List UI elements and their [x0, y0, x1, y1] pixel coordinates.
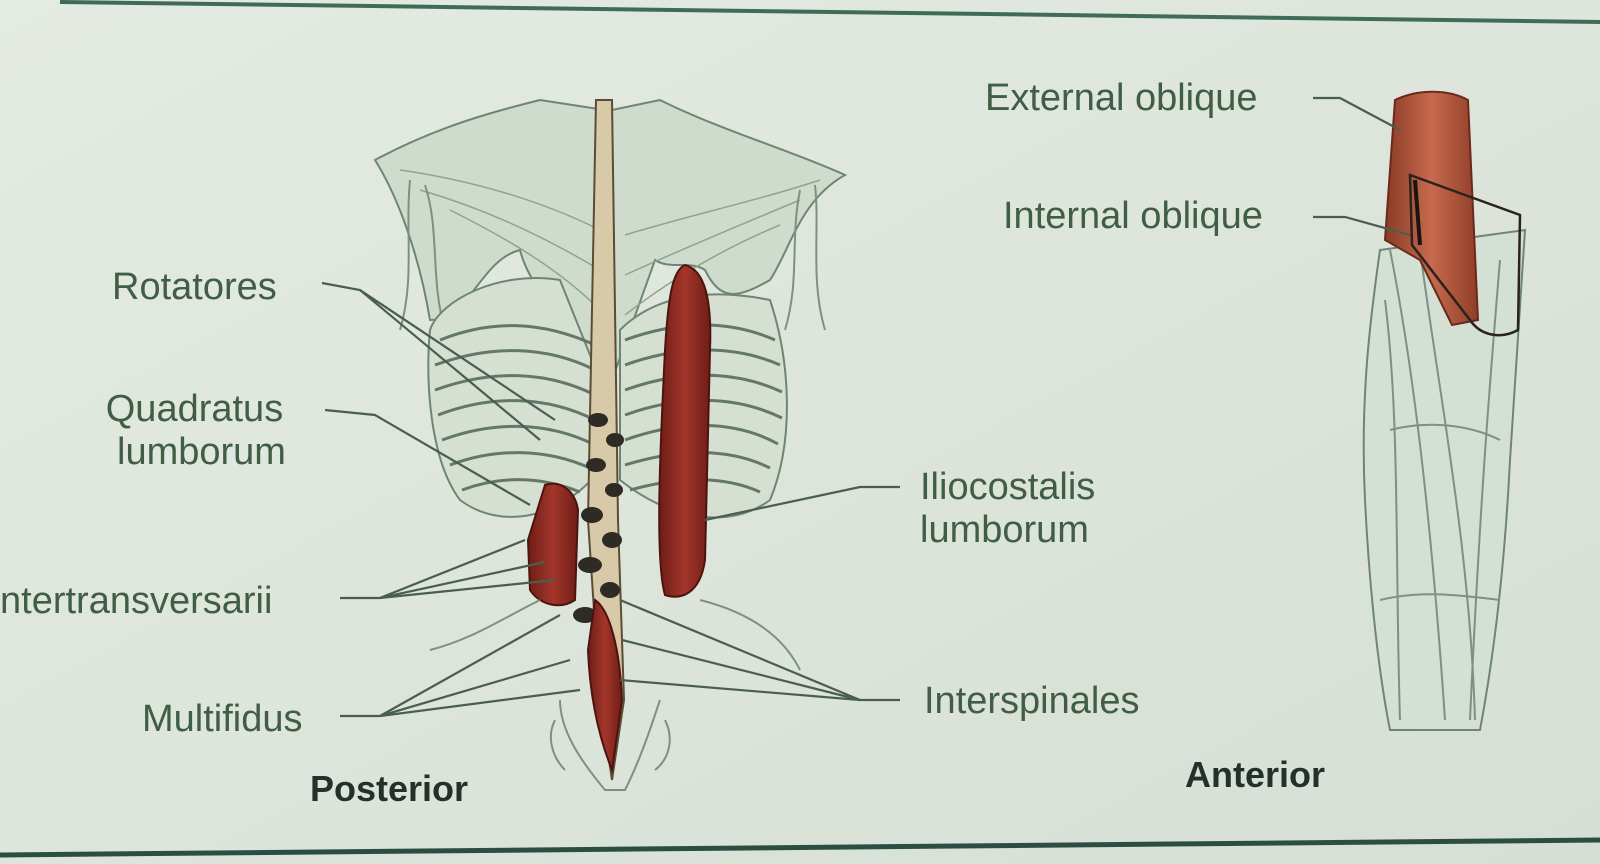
- anterior-torso: [1362, 228, 1527, 731]
- label-iliocostalis-line1: Iliocostalis: [920, 466, 1096, 508]
- right-aponeurosis: [611, 98, 848, 381]
- label-quadratus-line2: lumborum: [117, 430, 286, 473]
- label-interspinales: Interspinales: [924, 680, 1140, 722]
- iliocostalis-lumborum-muscle: [658, 263, 712, 598]
- view-title-anterior: Anterior: [1185, 754, 1326, 795]
- internal-oblique-edge: [1413, 179, 1422, 246]
- view-title-posterior: Posterior: [310, 768, 469, 809]
- label-multifidus: Multifidus: [142, 698, 303, 740]
- label-internal-oblique: Internal oblique: [1003, 195, 1263, 237]
- posterior-figure: [373, 98, 848, 791]
- label-quadratus-line1: Quadratus: [105, 388, 284, 430]
- internal-oblique-outline: [1408, 173, 1522, 337]
- bottom-border: [0, 837, 1600, 858]
- label-quadratus-lumborum: Quadratus lumborum: [103, 388, 286, 473]
- label-intertransversarii: ntertransversarii: [0, 580, 273, 622]
- leader-lines: [321, 96, 1411, 718]
- anterior-figure: [1362, 90, 1527, 731]
- multifidus-muscle: [586, 598, 624, 774]
- quadratus-lumborum-muscle: [526, 482, 580, 607]
- label-iliocostalis-line2: lumborum: [920, 508, 1089, 551]
- label-rotatores: Rotatores: [112, 266, 277, 308]
- external-oblique-muscle: [1383, 90, 1480, 327]
- left-aponeurosis: [373, 98, 614, 383]
- label-iliocostalis-lumborum: Iliocostalis lumborum: [920, 466, 1095, 551]
- label-external-oblique: External oblique: [985, 77, 1258, 119]
- top-border: [59, 0, 1600, 24]
